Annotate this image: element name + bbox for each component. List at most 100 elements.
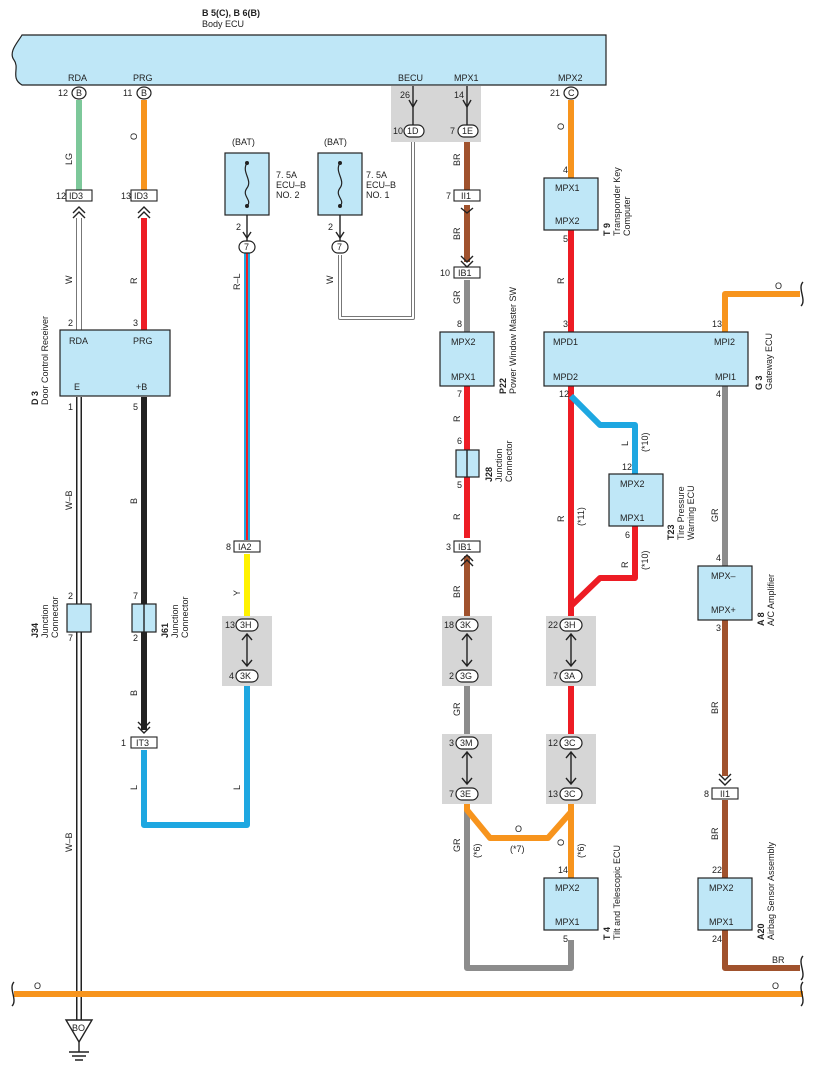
- double-arrow-icon: [565, 632, 577, 668]
- j34-name: Connector: [50, 596, 60, 638]
- wire-break-icon: [11, 981, 15, 1007]
- pin-circle: [563, 86, 579, 100]
- junction-pin-box: [453, 189, 481, 202]
- pin-number: 12: [58, 88, 68, 98]
- pin-conn: 3K: [240, 671, 251, 681]
- fuse-dot: [338, 161, 342, 165]
- t4-code: T 4: [602, 927, 612, 940]
- junction-name: ID3: [69, 191, 83, 201]
- pin-number: 7: [457, 389, 462, 399]
- pin-oval: [457, 124, 479, 138]
- a8-box: [697, 565, 753, 621]
- t23-box: [608, 473, 664, 527]
- pin-conn: 3C: [564, 738, 576, 748]
- junction-connector-j34: 2 7 J34 Junction Connector: [30, 591, 92, 643]
- double-arrow-icon: [461, 632, 473, 668]
- pin-number: 6: [457, 436, 462, 446]
- junction-pin-box: [711, 787, 739, 800]
- tilt-telescopic-ecu: 14 MPX2 MPX1 5 T 4 Tilt and Telescopic E…: [543, 845, 622, 944]
- tire-pressure-warning-ecu: 12 MPX2 MPX1 6 T23 Tire Pressure Warning…: [608, 462, 696, 540]
- wire-label: (*10): [640, 432, 650, 452]
- junction-name: IB1: [458, 542, 472, 552]
- double-arrow-icon: [241, 632, 253, 668]
- double-arrow-icon: [461, 750, 473, 786]
- wire-label: O: [556, 123, 566, 130]
- t4-name: Tilt and Telescopic ECU: [612, 845, 622, 940]
- t4-box: [543, 877, 599, 931]
- body-ecu-box: [11, 34, 607, 86]
- wire-break-icon: [800, 955, 804, 981]
- pin-number: 7: [553, 671, 558, 681]
- g3-terminal: MPI1: [715, 372, 736, 382]
- fuse-name: ECU–B: [276, 180, 306, 190]
- wire-gr-loop: [464, 798, 574, 971]
- wire-labels: LG O O R–L W BR BR W R GR R R R BR R L (…: [34, 123, 785, 991]
- junction-name: ID3: [134, 191, 148, 201]
- pin-oval: [559, 669, 583, 683]
- pin-oval: [238, 240, 256, 254]
- wire-label: (*6): [472, 843, 482, 858]
- pin-conn: 3H: [240, 620, 252, 630]
- pin-number: 7: [449, 789, 454, 799]
- double-chevron-icon: [460, 255, 474, 268]
- pin-number: 13: [548, 789, 558, 799]
- terminal-mpx1: MPX1: [454, 73, 479, 83]
- t23-code: T23: [666, 524, 676, 540]
- fuse-number: NO. 1: [366, 190, 390, 200]
- wire-label: W–B: [64, 490, 74, 510]
- wire-label: (*10): [640, 550, 650, 570]
- junction-pins: 12 ID3 13 ID3 7 II1 10 IB1 8 IA2 3 IB1 1…: [56, 189, 739, 800]
- junction-name: II1: [461, 191, 471, 201]
- junction-pin-number: 12: [56, 191, 66, 201]
- t4-terminal: MPX1: [555, 917, 580, 927]
- g3-box: [543, 331, 749, 387]
- break-marks: [11, 281, 804, 1007]
- wire-label: R–L: [232, 273, 242, 290]
- pin-number: 4: [716, 553, 721, 563]
- becu-arrow: [408, 99, 418, 109]
- pin-number: 2: [449, 671, 454, 681]
- pin-number: 8: [457, 319, 462, 329]
- wire-br-out: [722, 930, 800, 971]
- pin-number: 5: [563, 934, 568, 944]
- wire-label: R: [452, 415, 462, 422]
- pin-number: 14: [454, 90, 464, 100]
- wire-label: O: [515, 824, 522, 834]
- fuse-dot: [245, 161, 249, 165]
- wire-label: (*7): [510, 844, 525, 854]
- pin-conn: 7: [337, 242, 342, 252]
- arrow-down-icon: [335, 231, 345, 240]
- pin-conn: 3C: [564, 789, 576, 799]
- d3-code: D 3: [30, 391, 40, 405]
- wire-l-it3: [141, 683, 250, 828]
- junction-pin-box: [453, 540, 481, 553]
- pin-oval: [235, 669, 259, 683]
- pin-number: 3: [563, 319, 568, 329]
- d3-terminal: RDA: [69, 336, 88, 346]
- t23-terminal: MPX1: [620, 513, 645, 523]
- pin-number: 5: [457, 480, 462, 490]
- pin-conn: 3H: [564, 620, 576, 630]
- pin-number: 10: [393, 126, 403, 136]
- wire-l-t23: [568, 393, 638, 474]
- fuse-ecu-b-no1: (BAT) 7. 5A ECU–B NO. 1 2 7: [317, 137, 396, 254]
- arrow-down-icon: [242, 231, 252, 240]
- a20-terminal: MPX1: [709, 917, 734, 927]
- wire-label: GR: [452, 290, 462, 304]
- fuse-number: NO. 2: [276, 190, 300, 200]
- junction-name: IB1: [458, 268, 472, 278]
- pin-conn: 3M: [460, 738, 473, 748]
- j61-name: Junction: [170, 604, 180, 638]
- pin-oval: [403, 124, 425, 138]
- pin-oval: [455, 618, 479, 632]
- t23-name: Warning ECU: [686, 485, 696, 540]
- pin-number: 7: [133, 591, 138, 601]
- wire-label: LG: [64, 153, 74, 165]
- pin-oval: [559, 618, 583, 632]
- wire-label: GR: [710, 508, 720, 522]
- wire-r-t23: [568, 526, 638, 609]
- junction-pin-box: [130, 189, 158, 202]
- pin-oval: [455, 787, 479, 801]
- pin-conn: 3E: [460, 789, 471, 799]
- pin-number: 7: [450, 126, 455, 136]
